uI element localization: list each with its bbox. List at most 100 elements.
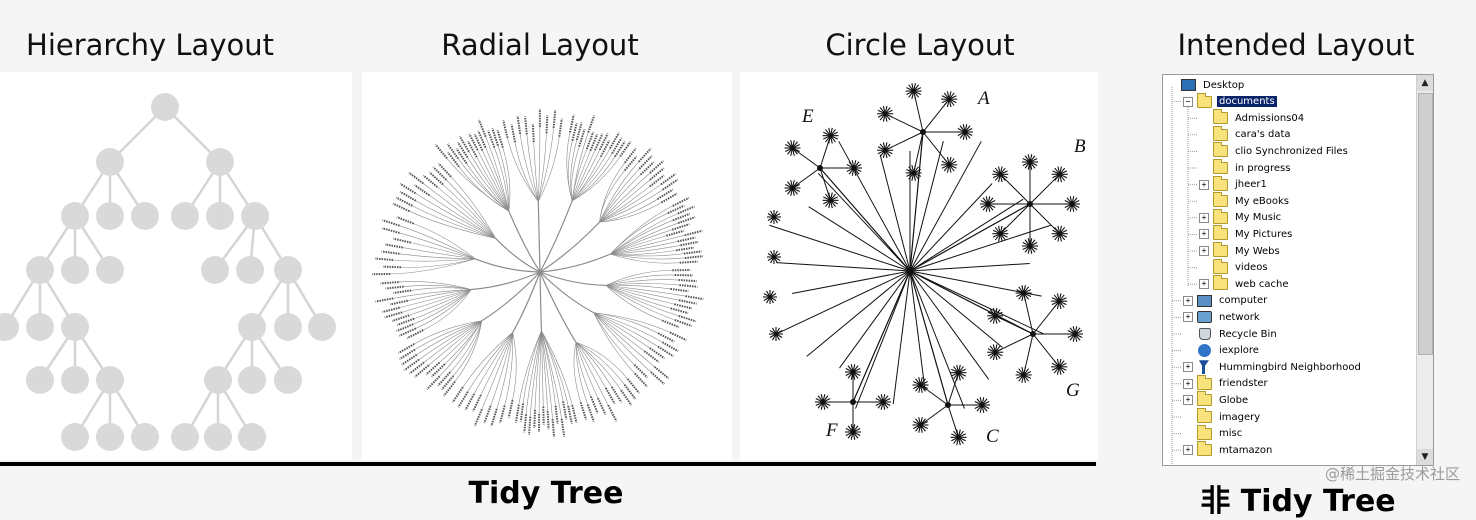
radial-leaf-label-mark xyxy=(662,342,678,351)
tree-item[interactable]: +web cache xyxy=(1199,276,1290,292)
expand-icon[interactable]: + xyxy=(1199,229,1209,239)
tree-item[interactable]: iexplore xyxy=(1183,343,1261,359)
radial-leaf-link xyxy=(600,180,651,222)
radial-leaf-link xyxy=(416,201,496,239)
radial-leaf-link xyxy=(393,259,475,261)
radial-leaf-label-mark xyxy=(381,282,399,283)
radial-leaf-label-mark xyxy=(400,192,416,201)
tree-node xyxy=(96,423,124,451)
tree-node xyxy=(26,256,54,284)
radial-leaf-label-mark xyxy=(484,406,490,423)
tree-item[interactable]: in progress xyxy=(1199,160,1292,176)
expand-icon[interactable]: + xyxy=(1199,246,1209,256)
tree-item-label: jheer1 xyxy=(1233,179,1269,190)
radial-layout-diagram xyxy=(362,72,732,460)
radial-leaf-label-mark xyxy=(438,372,450,385)
radial-leaf-label-mark xyxy=(533,124,534,142)
radial-layout-title: Radial Layout xyxy=(441,28,638,62)
tree-item[interactable]: +My Music xyxy=(1199,210,1283,226)
tree-node xyxy=(131,423,159,451)
circle-cluster-link xyxy=(910,271,1033,334)
scroll-up-arrow-icon[interactable]: ▲ xyxy=(1417,75,1433,91)
tree-item[interactable]: +computer xyxy=(1183,293,1269,309)
radial-leaf-link xyxy=(572,151,590,201)
radial-leaf-label-mark xyxy=(608,405,616,421)
tree-item[interactable]: videos xyxy=(1199,260,1270,276)
radial-leaf-label-mark xyxy=(658,333,674,341)
tree-node xyxy=(26,366,54,394)
tree-item[interactable]: −documents xyxy=(1183,94,1277,110)
radial-leaf-label-mark xyxy=(382,251,400,253)
radial-leaf-link xyxy=(474,332,513,394)
tree-node xyxy=(201,256,229,284)
expand-icon[interactable]: + xyxy=(1199,180,1209,190)
radial-leaf-label-mark xyxy=(529,417,530,435)
folder-icon xyxy=(1213,162,1228,174)
tree-node xyxy=(61,423,89,451)
tree-node xyxy=(61,256,89,284)
tree-item[interactable]: imagery xyxy=(1183,409,1262,425)
hierarchy-tree-svg xyxy=(0,72,352,460)
tree-item[interactable]: +mtamazon xyxy=(1183,442,1274,458)
radial-leaf-label-mark xyxy=(685,231,702,235)
radial-leaf-label-mark xyxy=(396,197,412,205)
expand-icon[interactable]: + xyxy=(1199,279,1209,289)
expand-icon[interactable]: + xyxy=(1183,395,1193,405)
radial-leaf-label-mark xyxy=(673,198,689,206)
radial-leaf-label-mark xyxy=(448,152,459,166)
radial-leaf-label-mark xyxy=(456,149,466,164)
radial-leaf-link xyxy=(429,195,495,238)
radial-leaf-link xyxy=(594,313,651,372)
radial-leaf-label-mark xyxy=(671,308,688,313)
tree-item[interactable]: cara's data xyxy=(1199,127,1293,143)
expand-icon[interactable]: + xyxy=(1199,213,1209,223)
tree-item[interactable]: Recycle Bin xyxy=(1183,326,1279,342)
radial-leaf-label-mark xyxy=(390,301,408,305)
radial-leaf-label-mark xyxy=(521,404,523,422)
tree-item[interactable]: Desktop xyxy=(1167,77,1246,93)
expand-icon[interactable]: + xyxy=(1183,379,1193,389)
radial-leaf-label-mark xyxy=(453,387,463,402)
scroll-thumb[interactable] xyxy=(1418,93,1433,355)
circle-spoke xyxy=(856,271,910,409)
radial-leaf-label-mark xyxy=(458,142,468,157)
folder-icon xyxy=(1197,378,1212,390)
tree-item[interactable]: misc xyxy=(1183,426,1244,442)
radial-leaf-label-mark xyxy=(546,115,547,133)
tree-item[interactable]: +network xyxy=(1183,309,1262,325)
tree-item[interactable]: +friendster xyxy=(1183,376,1270,392)
tree-node xyxy=(171,202,199,230)
radial-leaf-label-mark xyxy=(479,120,486,137)
tree-item[interactable]: +Hummingbird Neighborhood xyxy=(1183,359,1363,375)
tree-node xyxy=(238,423,266,451)
folder-icon xyxy=(1213,212,1228,224)
tree-item-label: misc xyxy=(1217,428,1244,439)
tree-item[interactable]: +My Webs xyxy=(1199,243,1282,259)
circle-cluster-label: F xyxy=(825,420,838,441)
hummingbird-icon xyxy=(1199,360,1209,374)
tree-item[interactable]: +Globe xyxy=(1183,392,1250,408)
expand-icon[interactable]: + xyxy=(1183,362,1193,372)
expand-icon[interactable]: + xyxy=(1183,445,1193,455)
tree-item[interactable]: Admissions04 xyxy=(1199,110,1306,126)
expand-icon[interactable]: + xyxy=(1183,296,1193,306)
tree-item-label: iexplore xyxy=(1217,345,1261,356)
radial-leaf-label-mark xyxy=(588,115,594,132)
tree-item[interactable]: +My Pictures xyxy=(1199,226,1294,242)
tree-item[interactable]: clio Synchronized Files xyxy=(1199,143,1350,159)
tree-item-label: Admissions04 xyxy=(1233,113,1306,124)
vertical-scrollbar[interactable]: ▲ ▼ xyxy=(1416,75,1433,465)
radial-leaf-label-mark xyxy=(591,397,598,414)
circle-cluster-spoke xyxy=(1030,204,1060,234)
tree-item[interactable]: My eBooks xyxy=(1199,193,1291,209)
radial-leaf-link xyxy=(541,331,555,406)
radial-leaf-link xyxy=(606,285,679,300)
expand-icon[interactable]: + xyxy=(1183,312,1193,322)
radial-leaf-label-mark xyxy=(676,248,694,251)
radial-leaf-link xyxy=(527,134,538,201)
circle-spoke xyxy=(910,263,1030,271)
radial-leaf-label-mark xyxy=(503,120,507,137)
tree-item[interactable]: + jheer1 xyxy=(1199,177,1269,193)
collapse-icon[interactable]: − xyxy=(1183,97,1193,107)
